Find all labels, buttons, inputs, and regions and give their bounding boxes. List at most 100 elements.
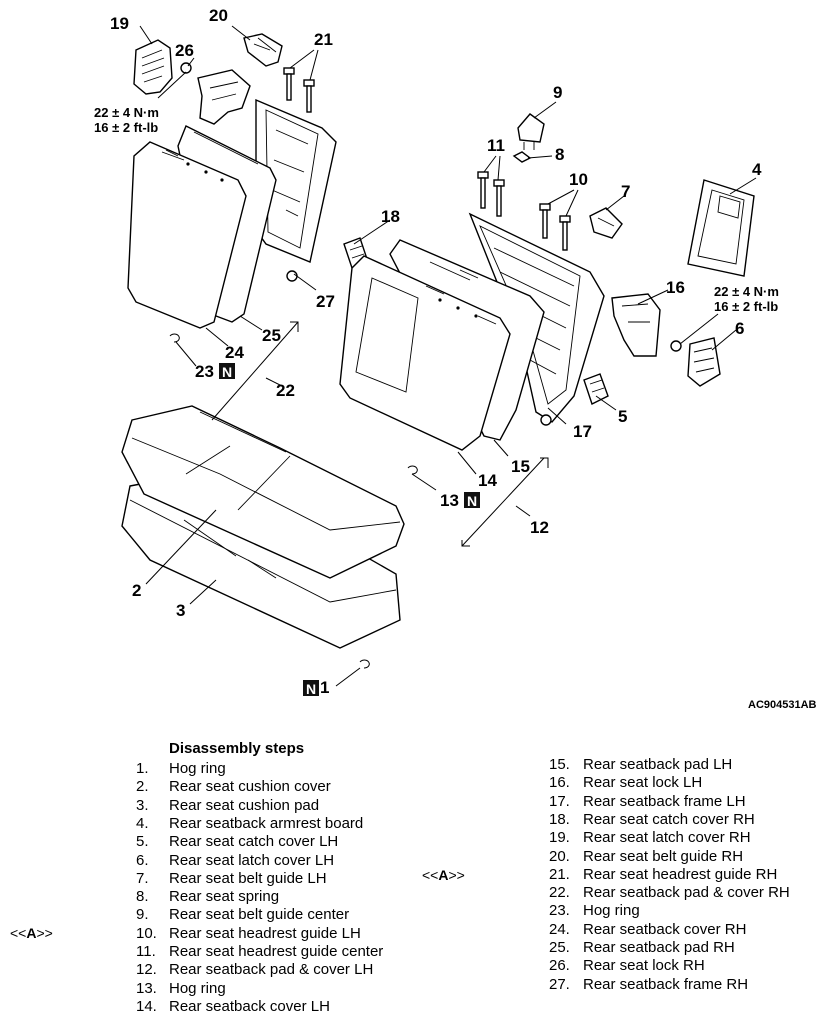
step-label: Rear seat belt guide RH bbox=[583, 847, 744, 865]
leader-27 bbox=[293, 273, 317, 291]
leader-9 bbox=[533, 101, 557, 119]
step-label: Rear seat spring bbox=[169, 888, 280, 906]
leader-12 bbox=[515, 505, 531, 517]
leader-14 bbox=[457, 451, 477, 475]
step-item: 14.Rear seatback cover LH bbox=[136, 998, 330, 1016]
step-label: Rear seatback pad & cover LH bbox=[169, 961, 374, 979]
ref-open: << bbox=[10, 925, 27, 941]
step-number: 10. bbox=[136, 924, 157, 942]
step-item: 5. Rear seat catch cover LH bbox=[136, 833, 338, 851]
step-label: Rear seat headrest guide RH bbox=[583, 865, 778, 883]
step-label: Rear seatback cover RH bbox=[583, 920, 747, 938]
callout-27: 27 bbox=[316, 292, 335, 311]
leader-7 bbox=[605, 195, 625, 211]
callout-13: 13 bbox=[440, 491, 459, 510]
step-label: Rear seatback pad LH bbox=[583, 756, 733, 773]
step-label: Rear seat latch cover LH bbox=[169, 851, 335, 869]
part-2-seat-cushion-cover bbox=[121, 405, 405, 579]
new-part-badge-13: N bbox=[464, 492, 480, 509]
leader-1 bbox=[335, 667, 361, 687]
callout-9: 9 bbox=[553, 83, 562, 102]
step-label: Rear seat latch cover RH bbox=[583, 829, 751, 847]
svg-text:N: N bbox=[467, 493, 477, 509]
part-6-latch-cover-lh bbox=[687, 337, 721, 387]
leader-2 bbox=[145, 509, 217, 585]
torque-right-ftlb: 16 ± 2 ft-lb bbox=[714, 299, 778, 314]
step-label: Rear seat catch cover LH bbox=[169, 833, 339, 851]
step-item: 3. Rear seat cushion pad bbox=[136, 797, 319, 815]
part-8-seat-spring bbox=[512, 151, 532, 163]
callout-1: 1 bbox=[320, 678, 329, 697]
step-item: 13. Hog ring bbox=[136, 980, 226, 998]
ref-mark: A bbox=[26, 925, 37, 941]
bracket-22-end bbox=[290, 321, 299, 332]
bracket-12 bbox=[461, 457, 545, 547]
torque-left-ftlb: 16 ± 2 ft-lb bbox=[94, 120, 158, 135]
ref-mark: A bbox=[438, 867, 449, 883]
step-item: 7.Rear seat belt guide LH bbox=[136, 870, 327, 888]
reference-mark-left: <<A>> bbox=[10, 925, 53, 941]
callout-22: 22 bbox=[276, 381, 295, 400]
step-number: 5. bbox=[136, 833, 149, 851]
part-16-seat-lock-lh bbox=[611, 293, 682, 357]
part-23-hog-ring bbox=[169, 333, 180, 343]
leader-21 bbox=[289, 49, 319, 81]
exploded-view-diagram: 1 2 3 4 5 6 7 8 9 10 11 12 13 14 15 16 1… bbox=[94, 6, 817, 711]
callout-11: 11 bbox=[487, 136, 505, 155]
step-number: 16. bbox=[549, 774, 570, 792]
step-item: 4. Rear seatback armrest board bbox=[136, 815, 363, 833]
part-5-catch-cover-lh bbox=[583, 373, 609, 405]
leader-10 bbox=[547, 189, 579, 217]
leader-18 bbox=[353, 219, 391, 245]
leader-26 bbox=[187, 57, 195, 67]
step-number: 15. bbox=[549, 756, 570, 773]
step-item: 9. Rear seat belt guide center bbox=[136, 906, 349, 924]
step-item: 21.Rear seat headrest guide RH bbox=[549, 866, 777, 884]
ref-close: >> bbox=[448, 867, 465, 883]
step-item: 2.Rear seat cushion cover bbox=[136, 778, 331, 796]
step-label: Rear seat belt guide center bbox=[169, 906, 350, 924]
step-number: 19. bbox=[549, 829, 570, 847]
step-item: 19. Rear seat latch cover RH bbox=[549, 829, 751, 847]
step-number: 8. bbox=[136, 888, 149, 906]
step-item: 22.Rear seatback pad & cover RH bbox=[549, 884, 790, 902]
new-part-badge-23: N bbox=[219, 363, 235, 380]
callout-14: 14 bbox=[478, 471, 497, 490]
step-item: 24. Rear seatback cover RH bbox=[549, 921, 746, 939]
step-label: Rear seat cushion pad bbox=[169, 796, 320, 814]
step-number: 18. bbox=[549, 810, 570, 828]
disassembly-steps-title: Disassembly steps bbox=[169, 740, 305, 757]
callout-15: 15 bbox=[511, 457, 530, 476]
step-item: 23.Hog ring bbox=[549, 902, 640, 920]
callout-18: 18 bbox=[381, 207, 400, 226]
reference-mark-right: <<A>> bbox=[422, 867, 465, 883]
svg-text:N: N bbox=[222, 364, 232, 380]
torque-right-nm: 22 ± 4 N·m bbox=[714, 284, 779, 299]
step-number: 11. bbox=[136, 943, 156, 960]
callout-8: 8 bbox=[555, 145, 564, 164]
step-item: 6.Rear seat latch cover LH bbox=[136, 852, 334, 870]
step-number: 24. bbox=[549, 920, 570, 938]
step-number: 14. bbox=[136, 997, 157, 1015]
part-20-belt-guide-rh bbox=[243, 33, 283, 67]
step-number: 17. bbox=[549, 792, 570, 810]
step-number: 3. bbox=[136, 796, 149, 814]
callout-23: 23 bbox=[195, 362, 214, 381]
step-number: 13. bbox=[136, 979, 157, 997]
step-item: 18.Rear seat catch cover RH bbox=[549, 811, 755, 829]
callout-2: 2 bbox=[132, 581, 141, 600]
step-item: 17.Rear seatback frame LH bbox=[549, 793, 746, 811]
step-number: 4. bbox=[136, 814, 149, 832]
callout-7: 7 bbox=[621, 182, 630, 201]
callout-10: 10 bbox=[569, 170, 588, 189]
step-label: Hog ring bbox=[169, 979, 226, 997]
leader-25 bbox=[239, 315, 263, 331]
step-number: 9. bbox=[136, 906, 149, 924]
step-label: Rear seatback armrest board bbox=[169, 814, 364, 832]
part-14-seatback-cover-lh bbox=[339, 255, 511, 451]
part-19-latch-cover-rh bbox=[133, 39, 173, 95]
step-item: 16.Rear seat lock LH bbox=[549, 774, 702, 792]
step-label: Rear seatback pad & cover RH bbox=[583, 884, 790, 902]
leader-16 bbox=[637, 289, 669, 305]
leader-4 bbox=[729, 177, 757, 195]
